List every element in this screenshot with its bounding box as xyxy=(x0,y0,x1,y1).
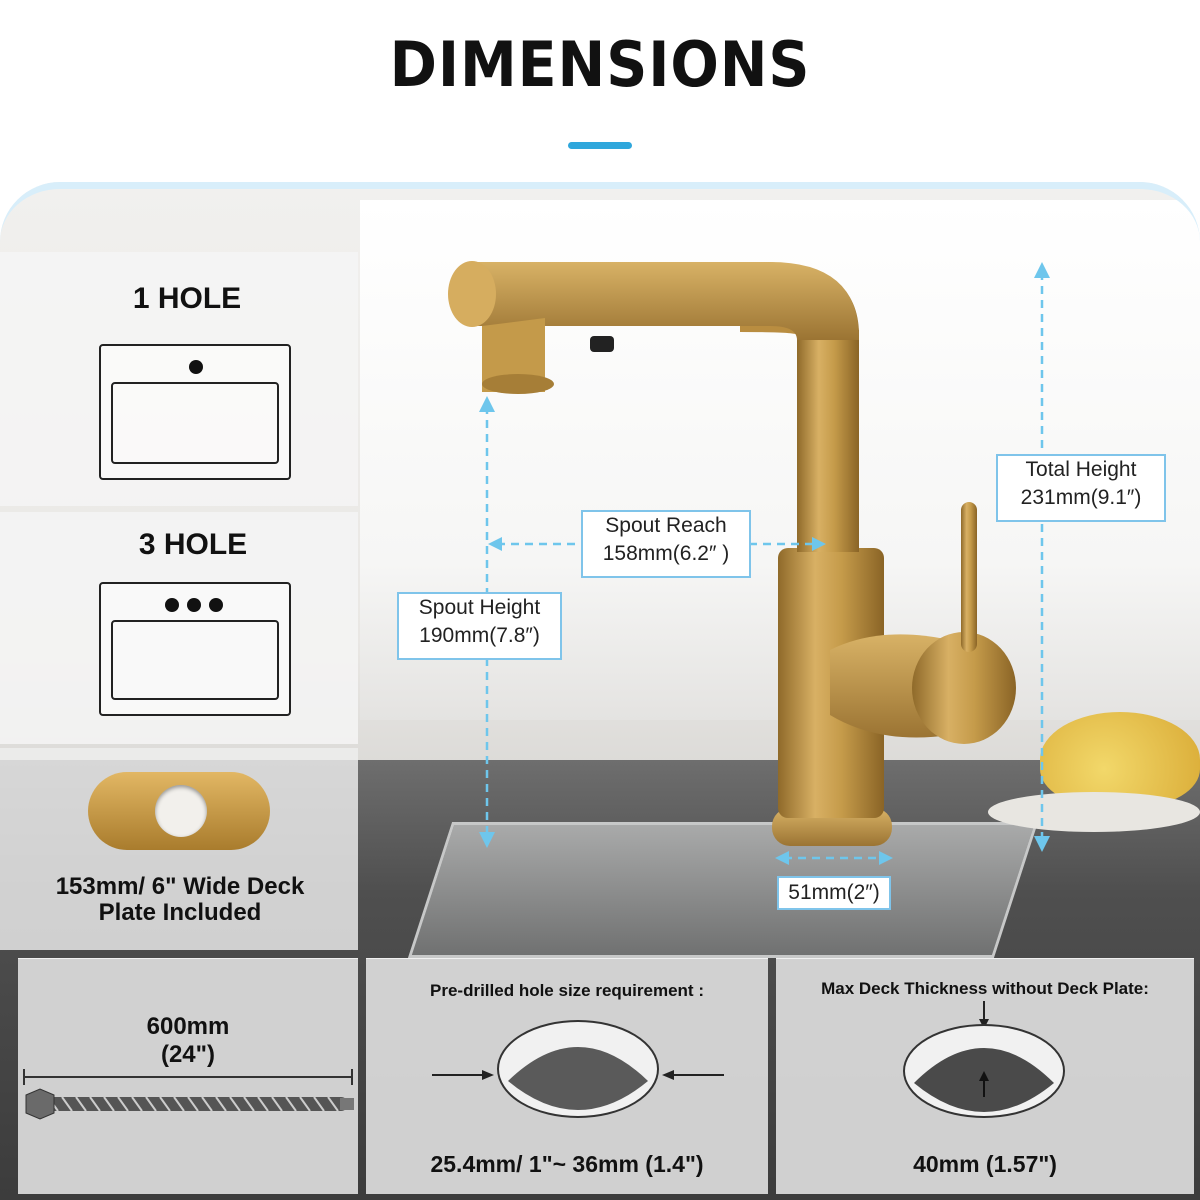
three-hole-sink-diagram xyxy=(99,582,291,716)
hose-length-card: 600mm (24") xyxy=(18,958,358,1194)
hole-size-value: 25.4mm/ 1"~ 36mm (1.4") xyxy=(430,1151,704,1177)
hose-icon xyxy=(23,1069,354,1120)
total-height-value: 231mm(9.1″) xyxy=(1020,486,1142,509)
faucet-hole-dot xyxy=(165,598,179,612)
deck-plate-hole xyxy=(155,785,207,837)
deck-thickness-card: Max Deck Thickness without Deck Plate: 4… xyxy=(776,958,1194,1194)
faucet-hole-dot xyxy=(189,360,203,374)
hole-option-1: 1 HOLE xyxy=(0,252,358,506)
hole-size-card: Pre-drilled hole size requirement : 25.4… xyxy=(366,958,768,1194)
hole-size-diagram xyxy=(432,1020,724,1118)
hose-length-in: (24") xyxy=(160,1041,216,1068)
base-width-label: 51mm(2″) xyxy=(777,876,891,910)
spout-reach-title: Spout Reach xyxy=(605,514,727,537)
faucet-hole-dot xyxy=(209,598,223,612)
spout-height-title: Spout Height xyxy=(418,596,541,619)
spout-height-value: 190mm(7.8″) xyxy=(419,624,540,647)
spout-height-label: Spout Height 190mm(7.8″) xyxy=(397,592,562,660)
deck-thickness-title: Max Deck Thickness without Deck Plate: xyxy=(821,979,1149,998)
sink-basin-outline xyxy=(111,620,279,700)
spout-reach-value: 158mm(6.2″ ) xyxy=(602,542,730,565)
total-height-title: Total Height xyxy=(1025,458,1137,481)
deck-plate-line2: Plate Included xyxy=(98,899,262,926)
deck-thickness-diagram xyxy=(903,1001,1065,1118)
deck-plate-image xyxy=(88,772,270,850)
page-title: DIMENSIONS xyxy=(389,28,811,101)
total-height-label: Total Height 231mm(9.1″) xyxy=(996,454,1166,522)
base-width-value: 51mm(2″) xyxy=(788,881,880,904)
deck-plate-line1: 153mm/ 6" Wide Deck xyxy=(55,873,305,900)
deck-plate-caption: 153mm/ 6" Wide Deck Plate Included xyxy=(20,874,340,926)
spout-reach-label: Spout Reach 158mm(6.2″ ) xyxy=(581,510,751,578)
hole-option-1-label: 1 HOLE xyxy=(132,282,242,315)
hose-length-mm: 600mm xyxy=(146,1013,230,1040)
hole-option-3-label: 3 HOLE xyxy=(138,528,248,561)
pasta-decoration xyxy=(1040,712,1200,807)
faucet-hole-dot xyxy=(187,598,201,612)
hole-option-3: 3 HOLE xyxy=(0,512,358,744)
title-underline xyxy=(568,142,632,149)
plate-decoration xyxy=(988,792,1200,832)
deck-thickness-value: 40mm (1.57") xyxy=(913,1151,1057,1177)
sink-basin-outline xyxy=(111,382,279,464)
hole-size-title: Pre-drilled hole size requirement : xyxy=(430,981,704,1000)
one-hole-sink-diagram xyxy=(99,344,291,480)
